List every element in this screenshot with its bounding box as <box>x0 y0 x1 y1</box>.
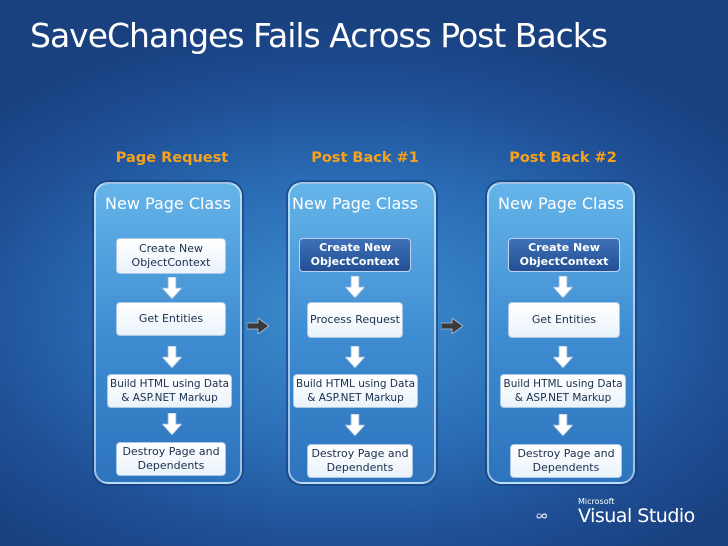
column-title: New Page Class <box>292 194 418 213</box>
visual-studio-infinity-icon <box>536 513 547 519</box>
arrow-down-icon <box>345 346 365 368</box>
column-title: New Page Class <box>498 194 624 213</box>
arrow-down-icon <box>162 413 182 435</box>
build-html-box: Build HTML using Data & ASP.NET Markup <box>107 374 232 408</box>
destroy-page-box: Destroy Page and Dependents <box>307 444 413 478</box>
arrow-down-icon <box>345 276 365 298</box>
logo-vendor: Microsoft <box>578 497 615 506</box>
column-header-post-back-1: Post Back #1 <box>311 150 419 166</box>
build-html-box: Build HTML using Data & ASP.NET Markup <box>500 374 626 408</box>
arrow-down-icon <box>553 276 573 298</box>
arrow-down-icon <box>553 414 573 436</box>
destroy-page-box: Destroy Page and Dependents <box>116 442 226 476</box>
arrow-down-icon <box>162 346 182 368</box>
arrow-down-icon <box>162 277 182 299</box>
column-header-page-request: Page Request <box>115 150 229 166</box>
create-objectcontext-box: Create New ObjectContext <box>116 238 226 274</box>
arrow-right-icon <box>441 318 463 334</box>
column-header-post-back-2: Post Back #2 <box>509 150 617 166</box>
create-objectcontext-box: Create New ObjectContext <box>299 238 411 272</box>
get-entities-box: Get Entities <box>116 302 226 336</box>
arrow-right-icon <box>247 318 269 334</box>
arrow-down-icon <box>345 414 365 436</box>
destroy-page-box: Destroy Page and Dependents <box>510 444 622 478</box>
process-request-box: Process Request <box>307 302 403 338</box>
column-title: New Page Class <box>105 194 231 213</box>
logo-product: Visual Studio <box>578 505 695 527</box>
build-html-box: Build HTML using Data & ASP.NET Markup <box>293 374 418 408</box>
arrow-down-icon <box>553 346 573 368</box>
slide-title: SaveChanges Fails Across Post Backs <box>30 16 608 55</box>
create-objectcontext-box: Create New ObjectContext <box>508 238 620 272</box>
get-entities-box: Get Entities <box>508 302 620 338</box>
